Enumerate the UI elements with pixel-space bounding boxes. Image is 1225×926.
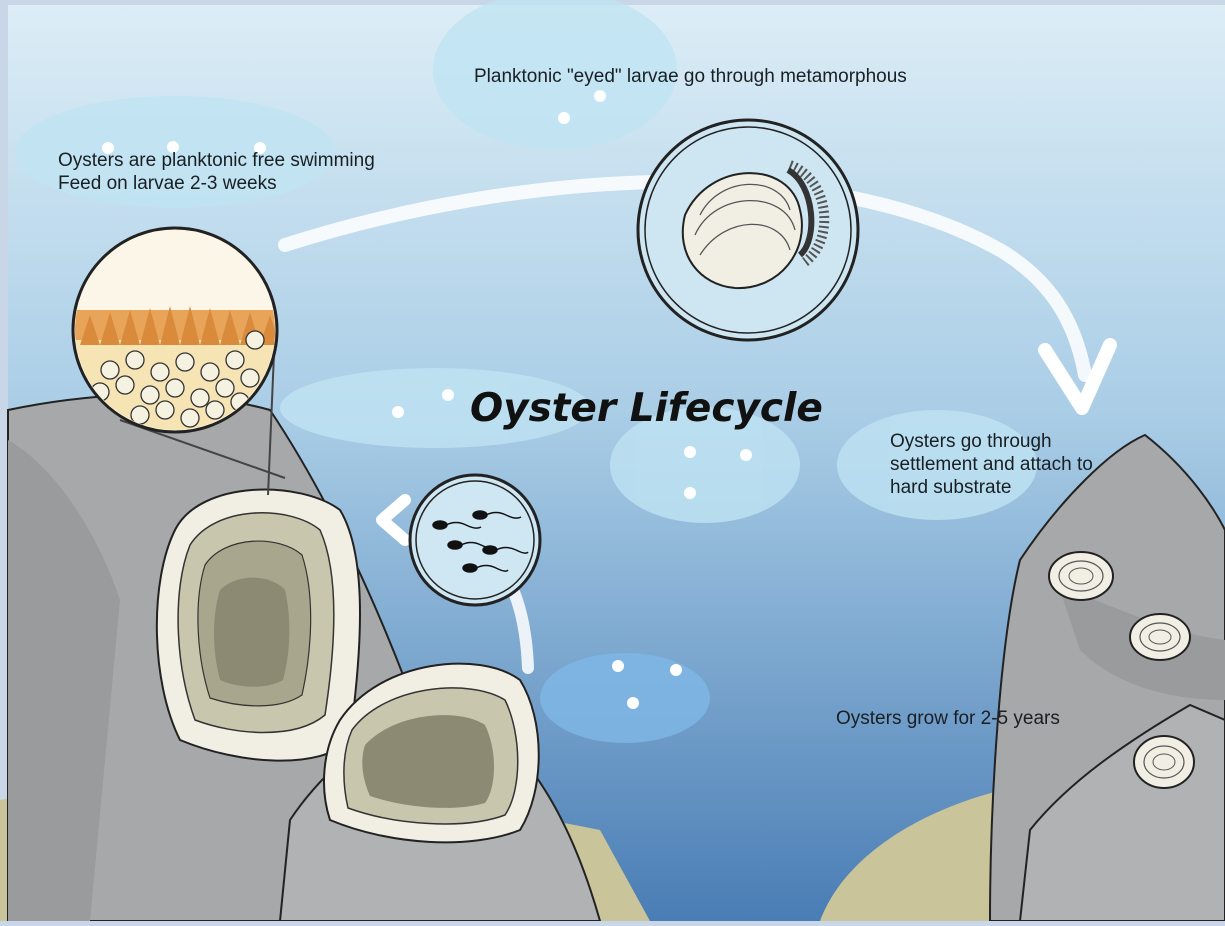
adult-oyster-icon — [157, 490, 360, 761]
eyed-larva-icon — [638, 120, 858, 340]
stage-planktonic-label: Oysters are planktonic free swimming Fee… — [58, 150, 375, 196]
juvenile-oyster-icon — [1134, 736, 1194, 788]
stage-eyed-larvae-label: Planktonic "eyed" larvae go through meta… — [474, 66, 907, 89]
sperm-cells-icon — [410, 475, 540, 605]
stage-settlement-label: Oysters go through settlement and attach… — [890, 431, 1093, 499]
settled-spat-2-icon — [1130, 614, 1190, 660]
diagram-title: Oyster Lifecycle — [470, 386, 823, 431]
settled-spat-icon — [1049, 552, 1113, 600]
stage-growth-label: Oysters grow for 2-5 years — [836, 708, 1060, 731]
